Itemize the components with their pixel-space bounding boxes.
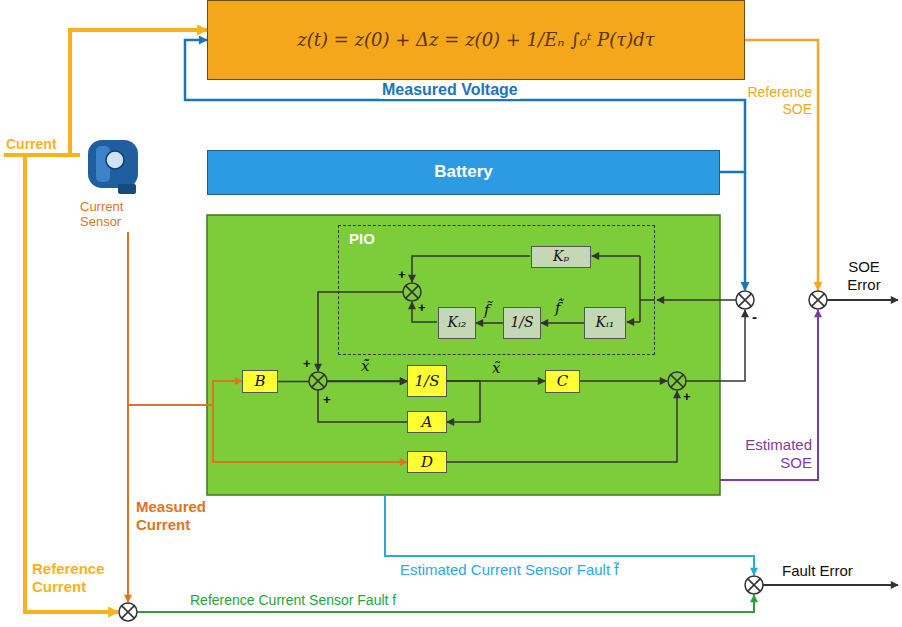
node-text: B	[254, 373, 265, 390]
signal-connector	[128, 232, 242, 405]
connector-label: x̃	[490, 360, 502, 377]
node-text: Kᵢ₂	[448, 315, 467, 330]
sensor-terminal	[118, 184, 136, 194]
voltage-wire	[744, 172, 747, 290]
kp-input	[592, 255, 640, 257]
estimated-soe-wire	[720, 310, 818, 480]
measured-current-wire	[127, 405, 129, 602]
formula-box: z(t) = z(0) + Δz = z(0) + 1/Eₙ ∫₀ᵗ P(τ)d…	[207, 0, 745, 80]
node-text: 1/S	[415, 373, 440, 390]
battery-box: Battery	[207, 150, 720, 195]
fault-error-wire	[763, 584, 898, 586]
node-text: 1/S	[510, 315, 533, 330]
sensor-node: Current Sensor	[80, 138, 146, 232]
observer-panel	[207, 215, 720, 495]
reference-soe-wire	[745, 40, 818, 290]
signal-name: Reference Current	[32, 560, 120, 596]
output-name: SOE Error	[838, 258, 890, 294]
node-text: D	[421, 454, 433, 471]
connector-label: f̃	[482, 302, 492, 319]
current-sensor-icon	[88, 140, 138, 194]
c-output	[580, 380, 667, 382]
sign-mark: +	[418, 301, 426, 314]
sign-mark: +	[398, 268, 406, 281]
summing-junction	[403, 283, 421, 301]
summing-junction	[668, 372, 686, 390]
node-text: z(t) = z(0) + Δz = z(0) + 1/Eₙ ∫₀ᵗ P(τ)d…	[297, 30, 654, 50]
gain-block: Kᵢ₁	[584, 307, 626, 339]
sign-mark: +	[303, 357, 311, 370]
sign-mark: +	[683, 390, 691, 403]
signal-name: Reference SOE	[746, 84, 812, 118]
summing-junction	[119, 603, 137, 621]
signal-connector	[318, 381, 407, 422]
node-text: PIO	[349, 231, 375, 248]
correction-wire	[318, 292, 403, 371]
signal-connector	[70, 30, 207, 155]
summing-junction	[809, 291, 827, 309]
signal-connector	[447, 381, 480, 422]
kp-output	[412, 256, 530, 282]
residual-split	[640, 256, 655, 322]
matrix-block: B	[242, 370, 278, 393]
node-text: C	[557, 373, 568, 390]
node-text: A	[422, 414, 433, 431]
matrix-block: C	[545, 370, 580, 393]
connector-label: x̃̇	[359, 358, 371, 375]
sensor-aperture	[106, 151, 124, 169]
signal-name: Measured Current	[136, 498, 246, 534]
integrator-block: 1/S	[407, 365, 447, 397]
output-wire	[686, 310, 745, 381]
sensor-body	[88, 140, 138, 188]
summing-junction	[309, 372, 327, 390]
node-text: Current Sensor	[80, 200, 146, 230]
integrator-block: 1/S	[503, 307, 541, 339]
signal-connector	[541, 322, 584, 324]
connector-label: Measured Voltage	[380, 81, 520, 99]
node-text: Battery	[434, 163, 493, 182]
connector-label: f̃̇	[553, 300, 563, 317]
node-text: Kₚ	[553, 249, 569, 264]
signal-name: Current	[6, 136, 57, 153]
signal-connector	[476, 322, 503, 324]
summing-junction	[736, 291, 754, 309]
node-text: Kᵢ₁	[596, 315, 615, 330]
output-name: Fault Error	[782, 562, 853, 580]
residual-wire	[657, 299, 736, 301]
gain-block: Kₚ	[531, 246, 591, 268]
signal-connector	[128, 232, 407, 462]
observer-group: PIO KₚKᵢ₁ 1/S Kᵢ₂	[338, 225, 655, 355]
sign-mark: -	[752, 309, 757, 324]
signal-name: Estimated SOE	[722, 436, 812, 472]
soe-error-wire	[827, 299, 898, 301]
signal-name: Estimated Current Sensor Fault f̃	[400, 561, 618, 579]
d-output	[447, 391, 677, 462]
summing-junction	[745, 576, 763, 594]
ki2-output	[412, 302, 437, 322]
sign-mark: +	[323, 393, 331, 406]
ki1-input	[627, 321, 640, 323]
gain-block: Kᵢ₂	[438, 307, 476, 339]
signal-name: Reference Current Sensor Fault f	[190, 592, 396, 609]
matrix-block: D	[407, 451, 447, 473]
matrix-block: A	[407, 411, 447, 433]
